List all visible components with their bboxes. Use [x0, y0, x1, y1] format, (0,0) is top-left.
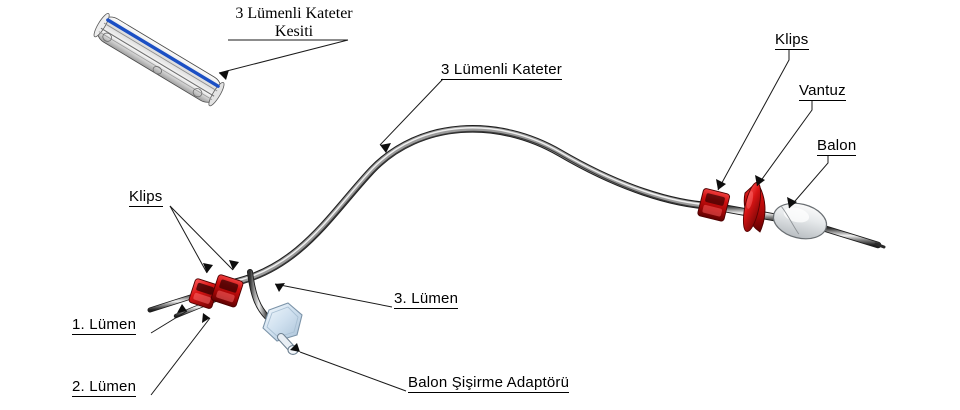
third-lumen-branch [247, 269, 271, 321]
lumen-bore-a [102, 32, 112, 42]
clip-right-slot [705, 193, 725, 206]
catheter-cross-section [93, 13, 225, 107]
label-lumen-1: 1. Lümen [72, 316, 137, 335]
leader-lumen-3 [274, 283, 393, 308]
leader-adapter [299, 351, 407, 392]
arrow-balon [787, 197, 797, 208]
arrow-klips-right [716, 179, 726, 190]
clip-left-a-slot [196, 282, 214, 295]
label-klips-right: Klips [775, 31, 809, 50]
lumen-stripe-blue [106, 18, 220, 88]
leader-lines [150, 39, 829, 396]
clip-right-body [697, 188, 731, 222]
clip-left-a-highlight [193, 292, 211, 304]
arrow-klips-left-b [229, 260, 239, 270]
lumen-edge-2 [100, 27, 215, 97]
leader-vantuz [756, 101, 813, 187]
label-klips-left: Klips [129, 188, 163, 207]
arrow-lumen-1 [177, 304, 187, 313]
lumen-edge-3 [98, 31, 213, 100]
catheter-shaft [228, 125, 716, 287]
clip-right [697, 188, 731, 222]
label-cross-section-line1: 3 Lümenli Kateter [235, 5, 353, 22]
leader-catheter-main [379, 78, 444, 146]
clip-left-b [210, 274, 244, 308]
hex-adapter-inner [266, 306, 299, 338]
label-cross-section-title: 3 Lümenli Kateter Kesiti [228, 5, 360, 41]
clip-left-b-slot [219, 279, 239, 293]
catheter-distal-tip [819, 224, 886, 249]
lumen-bore-c [192, 88, 203, 98]
suction-cup-highlight [746, 191, 754, 209]
arrow-catheter-main [380, 143, 391, 153]
arrow-adapter [290, 343, 300, 352]
cross-section-end-right [208, 82, 225, 107]
arrow-lumen-3 [275, 283, 285, 292]
leader-lumen-2 [150, 317, 211, 396]
arrow-cross-section [219, 70, 229, 80]
lumen-edge-1 [103, 22, 218, 92]
balloon [772, 202, 828, 240]
label-catheter-main: 3 Lümenli Kateter [441, 61, 562, 80]
leader-arrowheads [177, 70, 797, 352]
catheter-shaft-body [229, 126, 715, 286]
leader-lumen-1 [150, 310, 188, 334]
arrow-vantuz [755, 175, 765, 186]
arrow-lumen-2 [202, 313, 210, 323]
label-vantuz: Vantuz [799, 82, 846, 101]
third-lumen-body [247, 269, 271, 321]
leader-cross-section [218, 39, 349, 74]
leader-klips-right [717, 50, 790, 191]
catheter-shaft-highlight [231, 127, 713, 283]
label-cross-section-line2: Kesiti [274, 23, 314, 40]
label-lumen-2: 2. Lümen [72, 378, 137, 397]
cross-section-body [96, 16, 222, 103]
label-balon: Balon [817, 137, 857, 156]
clip-left-b-body [210, 274, 244, 308]
leader-klips-left-a [169, 205, 208, 274]
suction-cup [742, 181, 766, 233]
clip-right-highlight [702, 204, 723, 217]
leader-klips-left-b [169, 205, 234, 271]
catheter-shaft-shadow [232, 130, 713, 287]
balloon-seam [780, 205, 800, 235]
clip-left-b-highlight [216, 290, 235, 303]
label-lumen-3: 3. Lümen [394, 290, 459, 309]
arrow-klips-left-a [203, 263, 213, 273]
label-balloon-inflation-adapter: Balon Şişirme Adaptörü [408, 374, 570, 393]
balloon-highlight [783, 207, 810, 223]
lumen-bore-b [152, 66, 162, 75]
leader-balon [788, 156, 829, 209]
distal-tip-end [874, 242, 886, 249]
distal-tip-body [820, 225, 881, 248]
catheter-shaft-outline [228, 125, 716, 287]
